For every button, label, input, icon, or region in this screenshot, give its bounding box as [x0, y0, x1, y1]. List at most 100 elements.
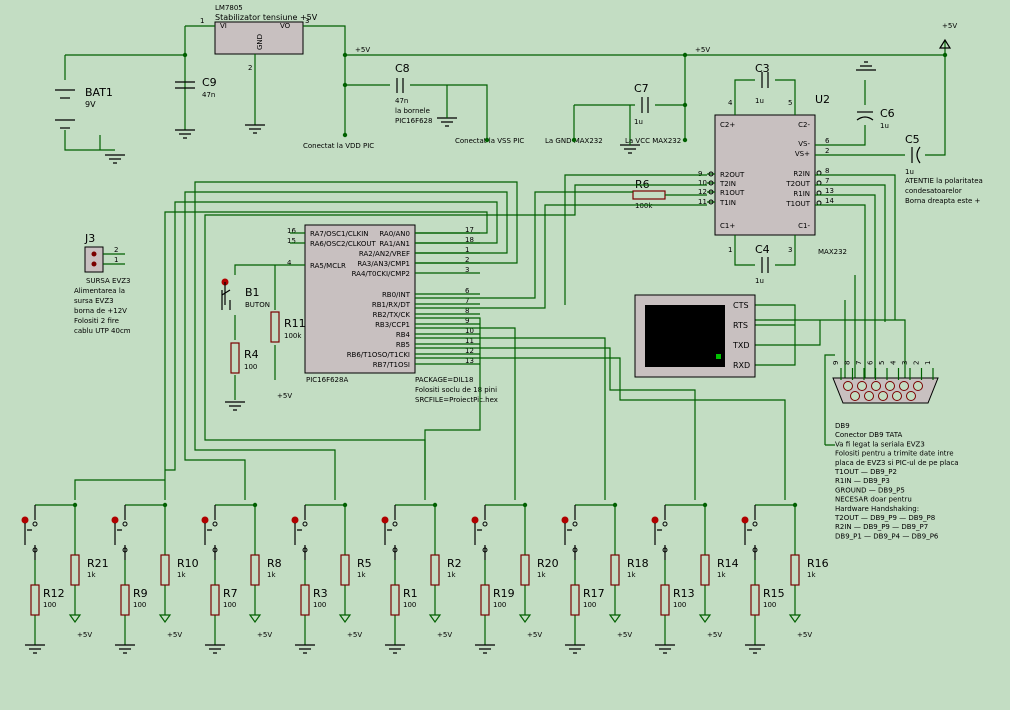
pic-right-num: 18 — [465, 236, 474, 244]
j3-note1: Alimentarea la — [74, 287, 125, 295]
db9-note-line: T1OUT — DB9_P2 — [834, 468, 897, 476]
r6-value: 100k — [635, 202, 653, 210]
pic-right-pin: RA2/AN2/VREF — [359, 250, 410, 258]
pic-right-pin: RB1/RX/DT — [372, 301, 411, 309]
c7-ref: C7 — [634, 82, 649, 95]
pic-socket: Folositi soclu de 18 pini — [415, 386, 497, 394]
resistor-top-value: 1k — [717, 571, 726, 579]
pic-right-num: 1 — [465, 246, 469, 254]
push-button-cap — [201, 516, 209, 524]
vcc-bottom: +5V — [257, 631, 272, 639]
pic-right-num: 7 — [465, 297, 469, 305]
resistor-bottom — [660, 584, 670, 616]
capacitor-c3: C3 1u — [755, 62, 770, 105]
ground — [25, 644, 45, 654]
resistor-bottom-ref: R13 — [673, 587, 695, 600]
capacitor-c6: C6 1u — [856, 107, 895, 130]
resistor-bottom-ref: R19 — [493, 587, 515, 600]
c8-ref: C8 — [395, 62, 410, 75]
max232-left-pin: C1+ — [720, 222, 735, 230]
max232-left-pin: R1OUT — [720, 189, 745, 197]
pic-right-num: 10 — [465, 327, 474, 335]
resistor-bottom-ref: R3 — [313, 587, 328, 600]
db9-pin — [878, 391, 888, 401]
max232-left-pin: C2+ — [720, 121, 735, 129]
terminal-rxd: RXD — [733, 361, 750, 370]
resistor-top-ref: R10 — [177, 557, 199, 570]
resistor-top — [250, 554, 260, 586]
regulator-pin1: 1 — [200, 17, 204, 25]
c5-value: 1u — [905, 168, 914, 176]
max232-ref: U2 — [815, 93, 830, 106]
max232-right-pin: VS- — [798, 140, 810, 148]
max232-right-num: 5 — [788, 99, 792, 107]
resistor-bottom-ref: R7 — [223, 587, 238, 600]
virtual-terminal: CTS RTS TXD RXD — [634, 294, 756, 378]
db9-pin — [843, 381, 853, 391]
ground — [745, 644, 765, 654]
push-button-cap — [381, 516, 389, 524]
pic-right-num: 13 — [465, 357, 474, 365]
pic-chip: PIC16F628A PACKAGE=DIL18 Folositi soclu … — [287, 224, 498, 404]
battery-value: 9V — [85, 100, 96, 109]
push-button — [204, 505, 216, 560]
push-button-cap — [471, 516, 479, 524]
resistor-bottom — [570, 584, 580, 616]
vcc-bottom: +5V — [437, 631, 452, 639]
j3-note5: cablu UTP 40cm — [74, 327, 131, 335]
pic-right-num: 11 — [465, 337, 474, 345]
db9-pin — [850, 391, 860, 401]
resistor-bottom-value: 100 — [583, 601, 596, 609]
ground — [475, 644, 495, 654]
db9-pin — [871, 381, 881, 391]
resistor-bottom-ref: R12 — [43, 587, 65, 600]
max232-left-num: 10 — [698, 179, 707, 187]
j3-note2: sursa EVZ3 — [74, 297, 114, 305]
c3-ref: C3 — [755, 62, 770, 75]
max232-right-num: 6 — [825, 137, 830, 145]
db9-pin-num: 8 — [844, 361, 852, 365]
regulator-pin3: 3 — [305, 17, 309, 25]
resistor-bottom-value: 100 — [673, 601, 686, 609]
resistor-bottom — [210, 584, 220, 616]
db9-pin — [899, 381, 909, 391]
max232-right-pin: T1OUT — [785, 200, 810, 208]
push-button — [474, 505, 486, 560]
resistor-r4: R4 100 — [230, 342, 259, 374]
resistor-top-ref: R5 — [357, 557, 372, 570]
resistor-top — [790, 554, 800, 586]
pic-right-pin: RB5 — [396, 341, 410, 349]
resistor-bottom-value: 100 — [43, 601, 56, 609]
resistor-top-ref: R14 — [717, 557, 739, 570]
vcc-label-1: +5V — [355, 46, 370, 54]
push-button — [114, 505, 126, 560]
pic-left-num: 15 — [287, 237, 296, 245]
ground — [295, 644, 315, 654]
pic-right-pin: RB2/TX/CK — [373, 311, 411, 319]
vcc-bottom: +5V — [347, 631, 362, 639]
vcc-bottom: +5V — [707, 631, 722, 639]
terminal-rts: RTS — [733, 321, 748, 330]
resistor-top-value: 1k — [447, 571, 456, 579]
resistor-bottom-value: 100 — [223, 601, 236, 609]
resistor-bottom-value: 100 — [133, 601, 146, 609]
resistor-top — [70, 554, 80, 586]
regulator-pin-out: VO — [280, 22, 291, 30]
j3-ref: J3 — [84, 232, 95, 245]
j3-note3: borna de +12V — [74, 307, 127, 315]
vcc-bottom: +5V — [527, 631, 542, 639]
pic-right-pin: RB4 — [396, 331, 411, 339]
push-button — [744, 505, 756, 560]
max232-left-pin: T1IN — [719, 199, 736, 207]
resistor-top-value: 1k — [627, 571, 636, 579]
max232-right-pin: VS+ — [795, 150, 810, 158]
max232-left-num: 1 — [728, 246, 732, 254]
push-button — [294, 505, 306, 560]
db9-pin-num: 2 — [913, 361, 921, 365]
